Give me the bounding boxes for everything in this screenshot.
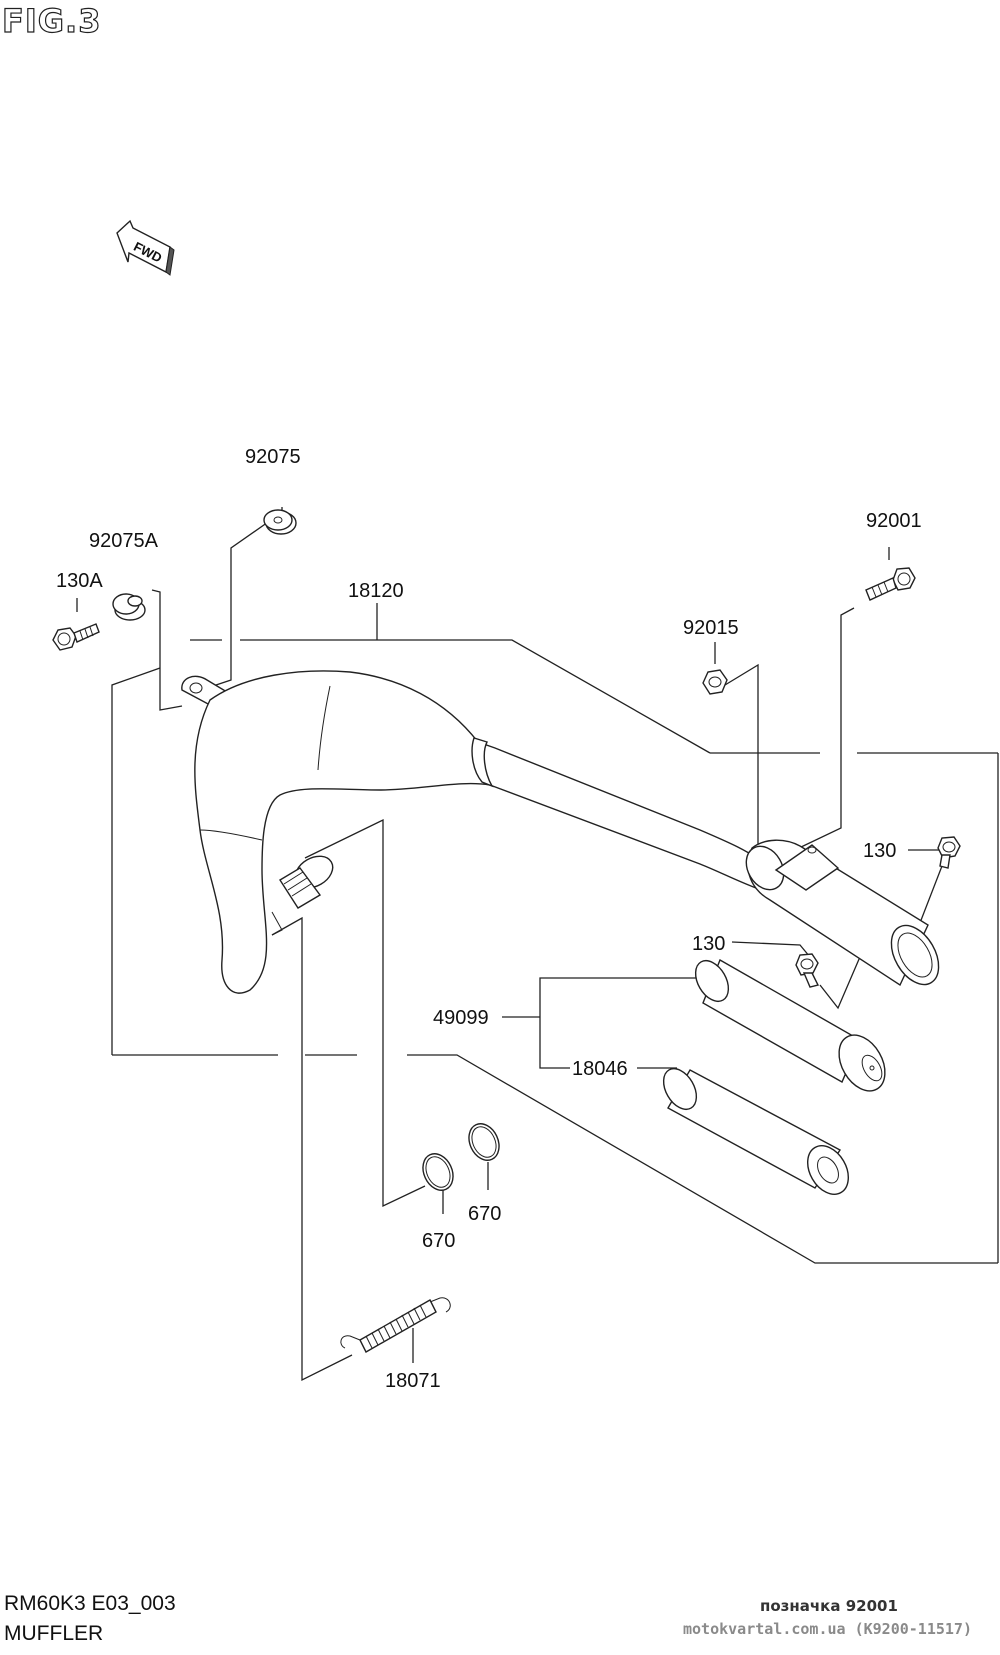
label-92075: 92075 (245, 446, 301, 468)
label-670-b: 670 (468, 1203, 501, 1225)
label-92001: 92001 (866, 510, 922, 532)
label-18120: 18120 (348, 580, 404, 602)
label-130a: 130A (56, 570, 103, 592)
bolt-92001 (865, 567, 916, 601)
oring-670-a (422, 1153, 454, 1191)
bolt-130-mid (795, 953, 820, 988)
collar-92075a (112, 593, 146, 621)
label-130-top: 130 (863, 840, 896, 862)
leader-lines (76, 507, 999, 1382)
label-49099: 49099 (433, 1007, 489, 1029)
label-92075a: 92075A (89, 530, 159, 552)
label-670-a: 670 (422, 1230, 455, 1252)
label-130-mid: 130 (692, 933, 725, 955)
section-name: MUFFLER (4, 1622, 104, 1645)
inner-pipe-49099 (694, 958, 886, 1092)
model-code: RM60K3 E03_003 (4, 1592, 176, 1615)
figure-title: FIG.3 (1, 1, 102, 40)
packing-18046 (662, 1068, 849, 1195)
source-watermark: motokvartal.com.ua (K9200-11517) (683, 1620, 972, 1638)
silencer-body (745, 839, 940, 987)
bolt-130-top (937, 836, 961, 869)
exhaust-pipe-18120 (181, 670, 761, 994)
oring-670-b (468, 1123, 500, 1161)
bolt-130a (52, 623, 100, 651)
spring-18071 (340, 1297, 451, 1353)
washer-92075 (263, 509, 297, 535)
part-reference: позначка 92001 (760, 1597, 898, 1615)
label-92015: 92015 (683, 617, 739, 639)
nut-92015 (702, 669, 728, 695)
label-18071: 18071 (385, 1370, 441, 1392)
fwd-arrow-icon: FWD (116, 219, 175, 276)
label-18046: 18046 (572, 1058, 628, 1080)
